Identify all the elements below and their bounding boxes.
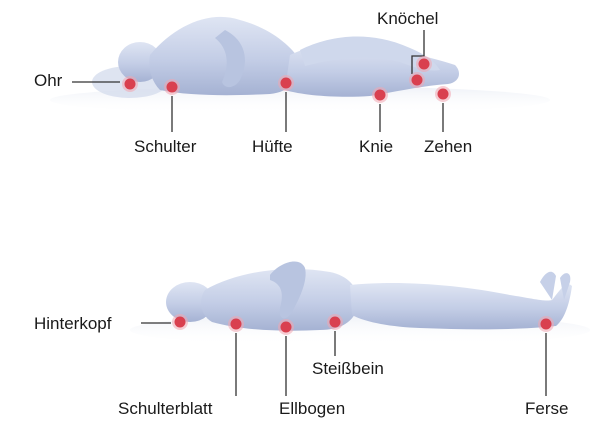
supine-figure	[130, 262, 590, 346]
label-shoulder-blade: Schulterblatt	[118, 400, 213, 417]
pressure-point-shoulder-blade	[231, 319, 242, 330]
pressure-point-back-of-head	[175, 317, 186, 328]
pressure-point-ankle-upper	[419, 59, 430, 70]
label-back-of-head: Hinterkopf	[34, 315, 111, 332]
pressure-point-toes	[438, 89, 449, 100]
label-tailbone: Steißbein	[312, 360, 384, 377]
pressure-point-ankle-lower	[412, 75, 423, 86]
label-ankle: Knöchel	[377, 10, 438, 27]
pressure-point-shoulder	[167, 82, 178, 93]
pressure-point-heel	[541, 319, 552, 330]
label-ear: Ohr	[34, 72, 62, 89]
pressure-point-ear	[125, 79, 136, 90]
side-lying-figure	[50, 17, 550, 114]
pressure-point-knee	[375, 90, 386, 101]
label-knee: Knie	[359, 138, 393, 155]
label-hip: Hüfte	[252, 138, 293, 155]
label-heel: Ferse	[525, 400, 568, 417]
label-elbow: Ellbogen	[279, 400, 345, 417]
label-toes: Zehen	[424, 138, 472, 155]
pressure-point-tailbone	[330, 317, 341, 328]
pressure-point-elbow	[281, 322, 292, 333]
pressure-point-hip	[281, 78, 292, 89]
label-shoulder: Schulter	[134, 138, 196, 155]
